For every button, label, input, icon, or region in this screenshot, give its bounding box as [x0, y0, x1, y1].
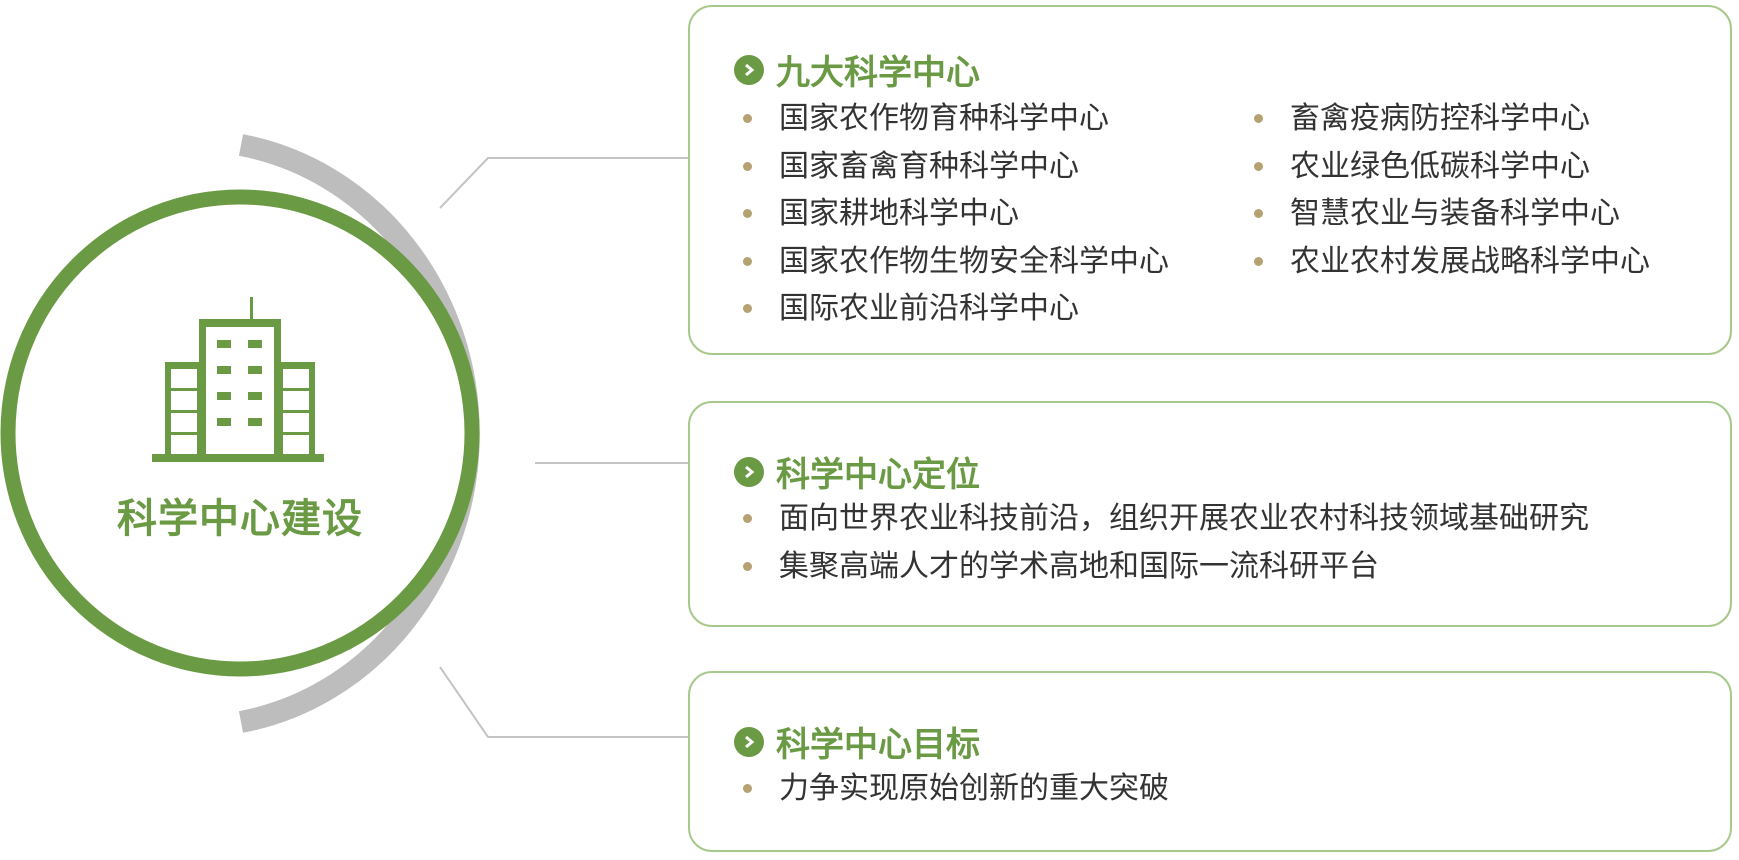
list-item: 面向世界农业科技前沿，组织开展农业农村科技领域基础研究 [738, 495, 1589, 543]
section-positioning: 科学中心定位 面向世界农业科技前沿，组织开展农业农村科技领域基础研究 集聚高端人… [688, 401, 1732, 627]
list-item: 国家畜禽育种科学中心 [738, 143, 1169, 191]
section-title: 科学中心定位 [734, 447, 980, 496]
list-item: 农业绿色低碳科学中心 [1249, 143, 1650, 191]
list-item: 力争实现原始创新的重大突破 [738, 765, 1169, 813]
list-left-column: 国家农作物育种科学中心 国家畜禽育种科学中心 国家耕地科学中心 国家农作物生物安… [738, 95, 1169, 333]
section-nine-centers: 九大科学中心 国家农作物育种科学中心 国家畜禽育种科学中心 国家耕地科学中心 国… [688, 5, 1732, 355]
section-title: 九大科学中心 [734, 45, 980, 94]
connector-bottom [439, 666, 688, 738]
section-goal: 科学中心目标 力争实现原始创新的重大突破 [688, 671, 1732, 852]
list-item: 集聚高端人才的学术高地和国际一流科研平台 [738, 543, 1589, 591]
chevron-circle-icon [734, 456, 764, 487]
list-item: 国家耕地科学中心 [738, 190, 1169, 238]
chevron-circle-icon [734, 54, 764, 85]
list: 面向世界农业科技前沿，组织开展农业农村科技领域基础研究 集聚高端人才的学术高地和… [738, 495, 1589, 590]
section-title: 科学中心目标 [734, 717, 980, 766]
list-item: 国家农作物育种科学中心 [738, 95, 1169, 143]
list-item: 国家农作物生物安全科学中心 [738, 238, 1169, 286]
list-right-column: 畜禽疫病防控科学中心 农业绿色低碳科学中心 智慧农业与装备科学中心 农业农村发展… [1249, 95, 1650, 285]
list-item: 农业农村发展战略科学中心 [1249, 238, 1650, 286]
section-title-text: 九大科学中心 [776, 53, 980, 93]
hub-label: 科学中心建设 [117, 496, 363, 542]
section-title-text: 科学中心目标 [776, 725, 980, 765]
list-item: 智慧农业与装备科学中心 [1249, 190, 1650, 238]
list-item: 国际农业前沿科学中心 [738, 285, 1169, 333]
chevron-circle-icon [734, 726, 764, 757]
building-icon [152, 297, 324, 462]
section-title-text: 科学中心定位 [776, 455, 980, 495]
connector-top [439, 157, 688, 209]
list: 力争实现原始创新的重大突破 [738, 765, 1169, 813]
list-item: 畜禽疫病防控科学中心 [1249, 95, 1650, 143]
